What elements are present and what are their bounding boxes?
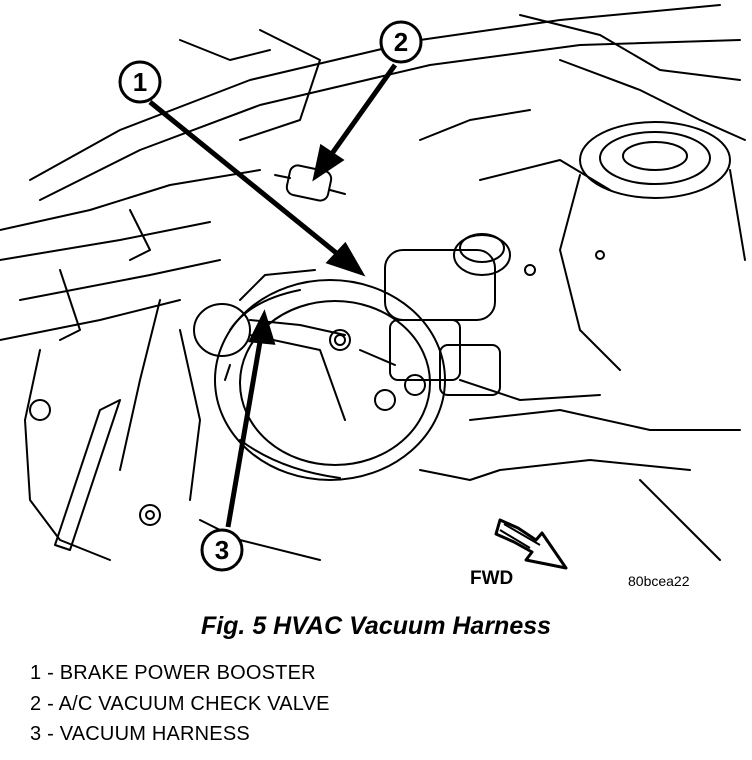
leader-line-2: [323, 63, 398, 164]
leader-arrowhead-1: [325, 241, 366, 277]
forward-label: FWD: [470, 568, 513, 589]
image-code: 80bcea22: [628, 573, 690, 589]
callout-3: 3: [200, 528, 244, 572]
body-panel-lines: [0, 4, 746, 561]
forward-arrow: [494, 518, 568, 570]
callout-number-1: 1: [133, 67, 147, 97]
callout-number-3: 3: [215, 535, 229, 565]
legend-list: 1 - BRAKE POWER BOOSTER 2 - A/C VACUUM C…: [30, 658, 330, 750]
leader-arrowhead-3: [248, 309, 276, 345]
legend-item-2: 2 - A/C VACUUM CHECK VALVE: [30, 692, 330, 715]
check-valve: [274, 164, 346, 202]
figure-caption: Fig. 5 HVAC Vacuum Harness: [200, 612, 552, 640]
strut-tower: [524, 121, 746, 371]
lower-body-details: [29, 399, 501, 561]
engine-bay-illustration: 1 2 3 FWD 80bcea22: [0, 4, 746, 589]
callout-1: 1: [118, 60, 162, 104]
leader-arrowhead-2: [312, 143, 345, 182]
legend-item-3: 3 - VACUUM HARNESS: [30, 723, 250, 745]
master-cylinder: [359, 233, 511, 411]
leader-line-3: [225, 329, 265, 528]
callout-number-2: 2: [394, 27, 408, 57]
leader-line-1: [148, 100, 347, 262]
legend-item-1: 1 - BRAKE POWER BOOSTER: [30, 662, 316, 684]
callout-2: 2: [379, 20, 423, 64]
